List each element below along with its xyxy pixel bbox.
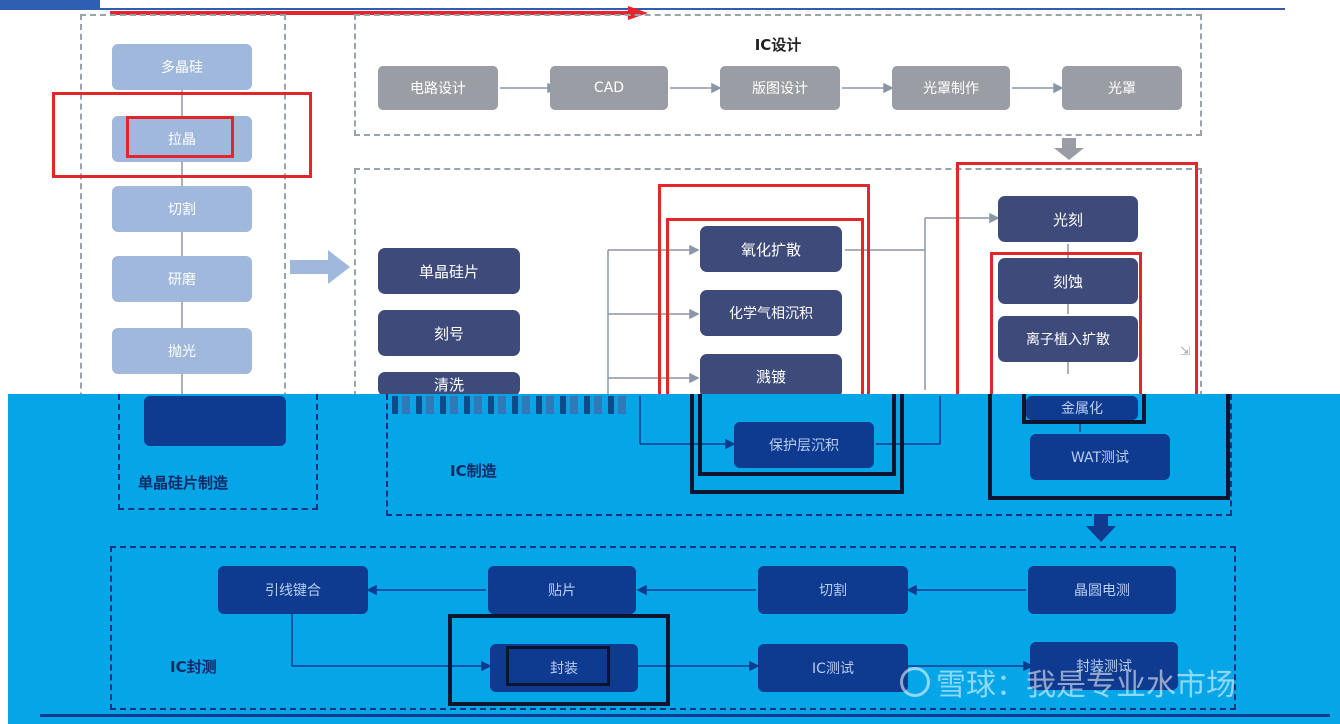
design-step-mask-making: 光罩制作 [892, 66, 1010, 110]
fab-step-sputtering: 溅镀 [700, 354, 842, 398]
flow-arrow-right-head [328, 250, 350, 284]
header-arrow [110, 11, 630, 15]
fab-step-lithography: 光刻 [998, 196, 1138, 242]
fab-step-etching: 刻蚀 [998, 258, 1138, 304]
wafer-step-crystal-pulling: 拉晶 [112, 116, 252, 162]
glitch-strip [392, 396, 632, 414]
fab-step-marking: 刻号 [378, 310, 520, 356]
package-step-wire-bonding: 引线键合 [218, 566, 368, 614]
flow-arrow-right [290, 260, 330, 274]
fab-step-oxidation: 氧化扩散 [700, 226, 842, 272]
fab-step-passivation: 保护层沉积 [734, 422, 874, 468]
wafer-step-cutting: 切割 [112, 186, 252, 232]
highlight-deposition-outer [658, 184, 870, 400]
package-step-dicing: 切割 [758, 566, 908, 614]
fab-step-metallization: 金属化 [1026, 396, 1138, 420]
package-step-die-attach: 贴片 [488, 566, 636, 614]
fab-down-arrow-head [1086, 526, 1116, 542]
cursor-icon: ⇲ [1180, 344, 1191, 358]
highlight-crystal-inner [126, 116, 234, 158]
wafer-step-cleaning-lower [144, 396, 286, 446]
highlight-deposition-inner [666, 218, 864, 400]
fab-step-cvd: 化学气相沉积 [700, 290, 842, 336]
design-panel [354, 14, 1202, 136]
highlight-litho-inner [990, 252, 1142, 400]
wafer-panel-lower [118, 394, 318, 510]
package-step-ic-test: IC测试 [758, 644, 908, 692]
design-step-layout: 版图设计 [720, 66, 840, 110]
footer-rule [40, 714, 1330, 717]
wafer-step-polishing: 抛光 [112, 328, 252, 374]
highlight-litho-lower [988, 394, 1230, 500]
fab-step-wafer: 单晶硅片 [378, 248, 520, 294]
design-down-arrow [1062, 138, 1076, 150]
highlight-encapsulation-outer [448, 614, 670, 706]
package-step-wafer-probe: 晶圆电测 [1028, 566, 1176, 614]
wafer-panel-label: 单晶硅片制造 [138, 474, 229, 492]
fab-panel-lower [386, 394, 1232, 516]
design-title: IC设计 [754, 36, 802, 54]
highlight-crystal-outer [52, 92, 312, 178]
highlight-deposition-lower-inner [698, 394, 896, 476]
design-step-cad: CAD [550, 66, 668, 110]
watermark: 雪球：我是专业水市场 [900, 660, 1330, 704]
design-down-arrow-head [1054, 148, 1084, 160]
xueqiu-logo-icon [900, 667, 930, 697]
fab-step-ion-implant: 离子植入扩散 [998, 316, 1138, 362]
fab-panel-label: IC制造 [450, 462, 497, 480]
design-step-mask: 光罩 [1062, 66, 1182, 110]
package-panel [110, 546, 1236, 710]
package-step-final-test: 封装测试 [1030, 642, 1178, 690]
design-step-circuit: 电路设计 [378, 66, 498, 110]
fab-step-wat-test: WAT测试 [1030, 434, 1170, 480]
wafer-step-grinding: 研磨 [112, 256, 252, 302]
fab-down-arrow [1094, 514, 1108, 528]
highlight-deposition-lower [690, 394, 904, 494]
header-arrow-head [628, 6, 648, 20]
highlight-litho-outer [956, 162, 1198, 400]
highlight-litho-lower-inner [1022, 394, 1146, 424]
fab-panel [354, 168, 1202, 468]
package-panel-label: IC封测 [170, 658, 217, 676]
wafer-step-polysilicon: 多晶硅 [112, 44, 252, 90]
header-badge [0, 0, 100, 8]
watermark-text: 雪球：我是专业水市场 [936, 668, 1236, 703]
highlight-encapsulation-inner [506, 646, 610, 686]
fab-step-cleaning: 清洗 [378, 372, 520, 396]
